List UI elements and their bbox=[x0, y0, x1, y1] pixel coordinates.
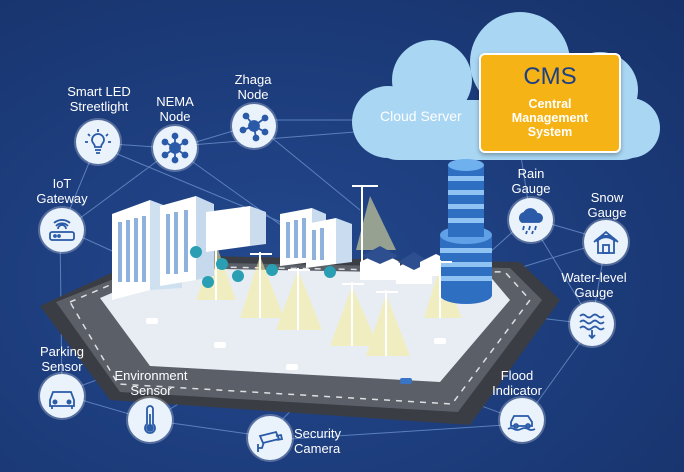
router-icon[interactable] bbox=[40, 208, 84, 252]
rain-cloud-icon[interactable] bbox=[509, 198, 553, 242]
cylindrical-tower bbox=[440, 159, 492, 304]
flooded-car-icon[interactable] bbox=[500, 398, 544, 442]
link-nema-cloud bbox=[177, 129, 381, 147]
zhaga-node-label-line: Node bbox=[237, 87, 269, 102]
nema-node-label: NEMA Node bbox=[150, 94, 200, 124]
cloud-server-label: Cloud Server bbox=[380, 108, 462, 124]
buildings bbox=[112, 196, 452, 300]
iot-gateway-label-line: IoT bbox=[52, 176, 72, 191]
environment-sensor-label: Environment Sensor bbox=[108, 368, 194, 398]
link-streetlight-city bbox=[97, 145, 301, 231]
cms-box[interactable]: CMS Central Management System bbox=[479, 53, 621, 153]
cms-subtitle-line: System bbox=[527, 125, 573, 139]
thermometer-icon[interactable] bbox=[128, 398, 172, 442]
car-icon[interactable] bbox=[40, 374, 84, 418]
cms-subtitle: Central Management System bbox=[481, 97, 619, 139]
cms-title: CMS bbox=[523, 63, 577, 90]
snow-gauge-label-line: Snow bbox=[590, 190, 624, 205]
snow-house-icon[interactable] bbox=[584, 220, 628, 264]
streetlight-label: Smart LED Streetlight bbox=[58, 84, 140, 114]
zhaga-network-hub-icon[interactable] bbox=[232, 104, 276, 148]
flood-indicator-label-line: Indicator bbox=[492, 383, 542, 398]
cms-subtitle-line: Management bbox=[511, 111, 589, 125]
iot-gateway-label: IoT Gateway bbox=[30, 176, 94, 206]
rain-gauge-label-line: Gauge bbox=[511, 181, 551, 196]
streetlight-label-line: Streetlight bbox=[69, 99, 129, 114]
snow-gauge-label-line: Gauge bbox=[587, 205, 627, 220]
parking-sensor-label-line: Parking bbox=[39, 344, 85, 359]
zhaga-node-label: Zhaga Node bbox=[228, 72, 278, 102]
security-camera-label: Security Camera bbox=[294, 426, 350, 456]
security-camera-label-line: Camera bbox=[294, 441, 341, 456]
cms-subtitle-line: Central bbox=[528, 97, 572, 111]
lightbulb-icon[interactable] bbox=[76, 120, 120, 164]
water-level-gauge-label-line: Gauge bbox=[574, 285, 614, 300]
water-level-gauge-label: Water-level Gauge bbox=[556, 270, 632, 300]
rain-gauge-label: Rain Gauge bbox=[506, 166, 556, 196]
water-level-gauge-label-line: Water-level bbox=[561, 270, 627, 285]
zhaga-node-label-line: Zhaga bbox=[234, 72, 272, 87]
parking-sensor-label-line: Sensor bbox=[41, 359, 83, 374]
snow-gauge-label: Snow Gauge bbox=[582, 190, 632, 220]
nema-node-label-line: Node bbox=[159, 109, 191, 124]
security-camera-icon[interactable] bbox=[248, 416, 292, 460]
flood-indicator-label: Flood Indicator bbox=[484, 368, 550, 398]
rain-gauge-label-line: Rain bbox=[517, 166, 545, 181]
parking-sensor-label: Parking Sensor bbox=[32, 344, 92, 374]
water-level-icon[interactable] bbox=[570, 302, 614, 346]
nema-network-hub-icon[interactable] bbox=[153, 126, 197, 170]
nema-node-label-line: NEMA bbox=[156, 94, 194, 109]
environment-sensor-label-line: Sensor bbox=[130, 383, 172, 398]
flood-indicator-label-line: Flood bbox=[500, 368, 534, 383]
environment-sensor-label-line: Environment bbox=[114, 368, 188, 383]
link-nema-gateway bbox=[63, 149, 173, 231]
streetlight-label-line: Smart LED bbox=[67, 84, 131, 99]
link-camera-flood bbox=[274, 423, 521, 441]
iot-gateway-label-line: Gateway bbox=[36, 191, 88, 206]
security-camera-label-line: Security bbox=[294, 426, 341, 441]
